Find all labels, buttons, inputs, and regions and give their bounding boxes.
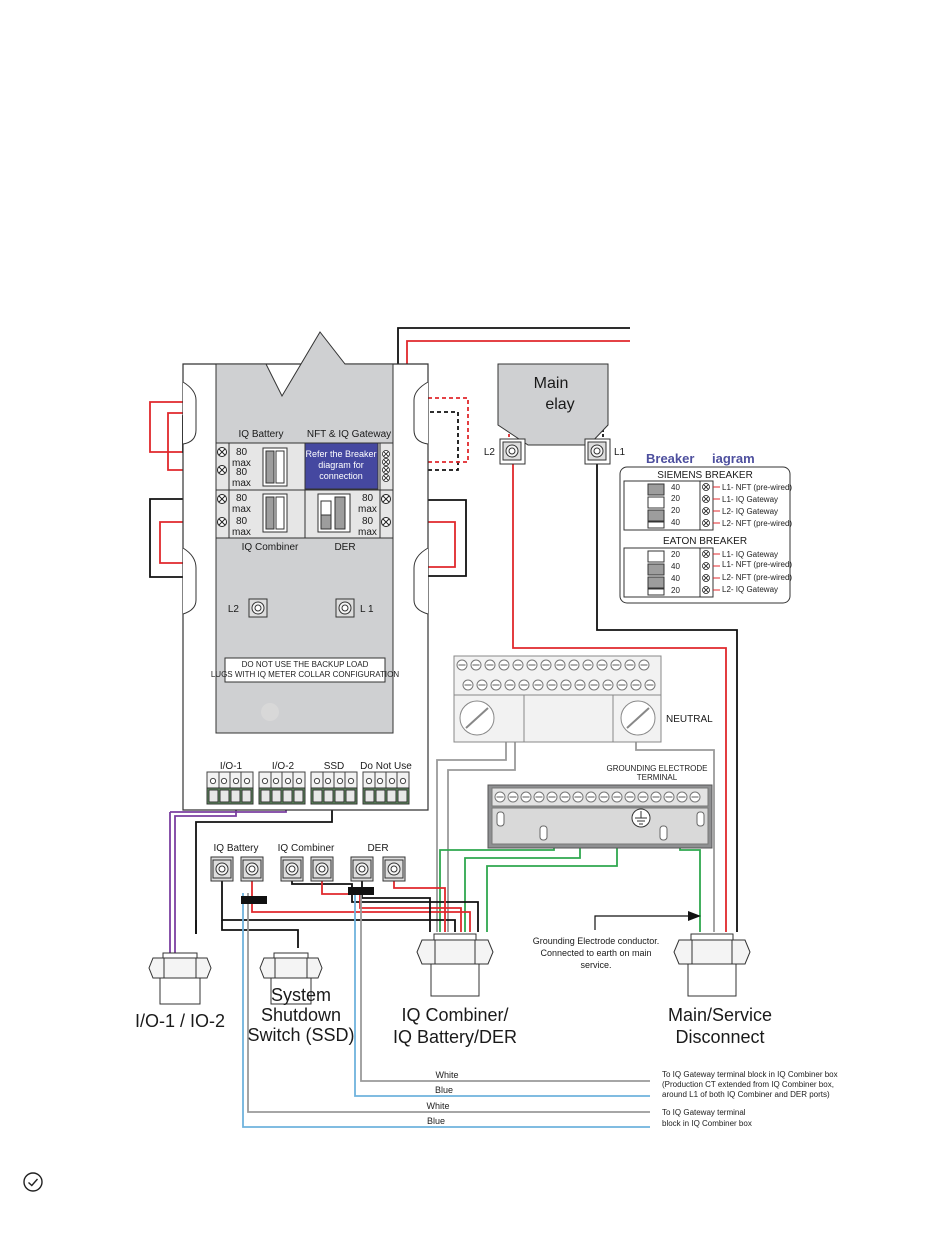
ssd-conduit-line-2: Shutdown — [261, 1005, 341, 1025]
io1-label: I/O-1 — [220, 761, 243, 772]
wire-label-blue: Blue — [427, 1116, 445, 1126]
eaton-title: EATON BREAKER — [663, 536, 747, 547]
eaton-terminal-label: L2- IQ Gateway — [722, 585, 778, 594]
siemens-terminal-label: L2- NFT (pre-wired) — [722, 519, 792, 528]
siemens-terminal-label: L1- IQ Gateway — [722, 495, 778, 504]
check-circle-icon — [22, 1171, 44, 1193]
grounding-title-1: GROUNDING ELECTRODE — [607, 764, 708, 773]
combiner-conduit-line-1: IQ Combiner/ — [401, 1005, 508, 1025]
eaton-rating: 40 — [671, 562, 680, 571]
rating-num: 80 — [236, 516, 248, 527]
wire-label-white: White — [435, 1070, 458, 1080]
refer-text-3: connection — [319, 471, 363, 481]
relay-l2-label: L2 — [484, 447, 496, 458]
rating-num: 80 — [362, 493, 374, 504]
do-not-use-label: Do Not Use — [360, 761, 412, 772]
grounding-note-3: service. — [580, 960, 611, 970]
terminal-der-label: DER — [367, 843, 388, 854]
rating-unit: max — [232, 458, 251, 469]
ssd-conduit-line-3: Switch (SSD) — [247, 1025, 354, 1045]
io-conduit-label: I/O-1 / IO-2 — [135, 1011, 225, 1031]
panel-l1-label: L 1 — [360, 604, 374, 615]
siemens-rating: 20 — [671, 494, 680, 503]
rating-num: 80 — [236, 447, 248, 458]
conduits: I/O-1 / IO-2 System Shutdown Switch (SSD… — [135, 933, 772, 1047]
ct-note-1-line-2: (Production CT extended from IQ Combiner… — [662, 1080, 834, 1089]
grounding-note-2: Connected to earth on main — [540, 948, 651, 958]
breaker-diagram-title-a: Breaker — [646, 451, 694, 466]
backup-load-warning — [224, 657, 386, 683]
siemens-rating: 20 — [671, 506, 680, 515]
rating-num: 80 — [362, 516, 374, 527]
nft-gateway-label: NFT & IQ Gateway — [307, 429, 391, 440]
rating-unit: max — [232, 527, 251, 538]
eaton-terminal-label: L1- IQ Gateway — [722, 550, 778, 559]
siemens-title: SIEMENS BREAKER — [657, 470, 753, 481]
current-transformer — [241, 896, 267, 904]
ground-symbol-icon — [631, 808, 651, 828]
wire-label-white: White — [426, 1101, 449, 1111]
grounding-note-1: Grounding Electrode conductor. — [533, 936, 660, 946]
grounding-title-2: TERMINAL — [637, 773, 678, 782]
neutral-label: NEUTRAL — [666, 714, 713, 725]
ct-note-1-line-3: around L1 of both IQ Combiner and DER po… — [662, 1090, 830, 1099]
siemens-terminal-label: L2- IQ Gateway — [722, 507, 778, 516]
rating-num: 80 — [236, 493, 248, 504]
relay-l1-label: L1 — [614, 447, 626, 458]
terminal-block: IQ Battery IQ Combiner DER — [210, 843, 406, 904]
rating-unit: max — [358, 504, 377, 515]
rating-num: 80 — [236, 467, 248, 478]
breaker-diagram-title-b: iagram — [712, 451, 755, 466]
eaton-rating: 40 — [671, 574, 680, 583]
iq-combiner-label: IQ Combiner — [242, 542, 299, 553]
rating-unit: max — [232, 478, 251, 489]
grounding-electrode-terminal: GROUNDING ELECTRODE TERMINAL — [487, 764, 713, 849]
relay-line-1: Main — [534, 375, 569, 392]
eaton-terminal-label: L2- NFT (pre-wired) — [722, 573, 792, 582]
rating-unit: max — [232, 504, 251, 515]
eaton-rating: 20 — [671, 586, 680, 595]
breaker-diagram: Breaker iagram SIEMENS BREAKER 40 20 20 … — [619, 451, 792, 604]
warning-line-1: DO NOT USE THE BACKUP LOAD — [242, 660, 369, 669]
combiner-conduit-line-2: IQ Battery/DER — [393, 1027, 517, 1047]
rating-unit: max — [358, 527, 377, 538]
wire-label-blue: Blue — [435, 1085, 453, 1095]
panel-l2-label: L2 — [228, 604, 240, 615]
eaton-rating: 20 — [671, 550, 680, 559]
relay-line-2: elay — [545, 396, 574, 413]
ssd-conduit-line-1: System — [271, 985, 331, 1005]
refer-text-1: Refer the Breaker — [305, 449, 376, 459]
current-transformer — [348, 887, 374, 895]
warning-line-2: LUGS WITH IQ METER COLLAR CONFIGURATION — [211, 670, 400, 679]
iq-battery-breaker — [262, 447, 288, 487]
terminal-iq-combiner-label: IQ Combiner — [278, 843, 335, 854]
siemens-terminal-label: L1- NFT (pre-wired) — [722, 483, 792, 492]
ct-wire-labels: White Blue White Blue To IQ Gateway term… — [426, 1070, 837, 1128]
der-breaker — [317, 493, 351, 533]
ct-note-1-line-1: To IQ Gateway terminal block in IQ Combi… — [662, 1070, 838, 1079]
grounding-conductor-note: Grounding Electrode conductor. Connected… — [533, 911, 701, 970]
meter-collar-panel: Refer the Breaker diagram for connection… — [182, 331, 429, 811]
siemens-rating: 40 — [671, 483, 680, 492]
port-blocks: I/O-1 I/O-2 SSD Do Not Use — [206, 761, 412, 805]
ssd-label: SSD — [324, 761, 345, 772]
der-label: DER — [334, 542, 355, 553]
iq-combiner-breaker — [262, 493, 288, 533]
siemens-rating: 40 — [671, 518, 680, 527]
iq-battery-label: IQ Battery — [238, 429, 283, 440]
main-relay: Main elay L2 L1 — [484, 363, 626, 465]
refer-breaker-box — [304, 442, 379, 490]
ct-note-2-line-2: block in IQ Combiner box — [662, 1119, 752, 1128]
ct-note-2-line-1: To IQ Gateway terminal — [662, 1108, 746, 1117]
eaton-terminal-label: L1- NFT (pre-wired) — [722, 560, 792, 569]
main-conduit-line-2: Disconnect — [675, 1027, 764, 1047]
terminal-iq-battery-label: IQ Battery — [213, 843, 258, 854]
main-conduit-line-1: Main/Service — [668, 1005, 772, 1025]
neutral-bar: NEUTRAL — [453, 655, 713, 743]
refer-text-2: diagram for — [318, 460, 364, 470]
io2-label: I/O-2 — [272, 761, 295, 772]
